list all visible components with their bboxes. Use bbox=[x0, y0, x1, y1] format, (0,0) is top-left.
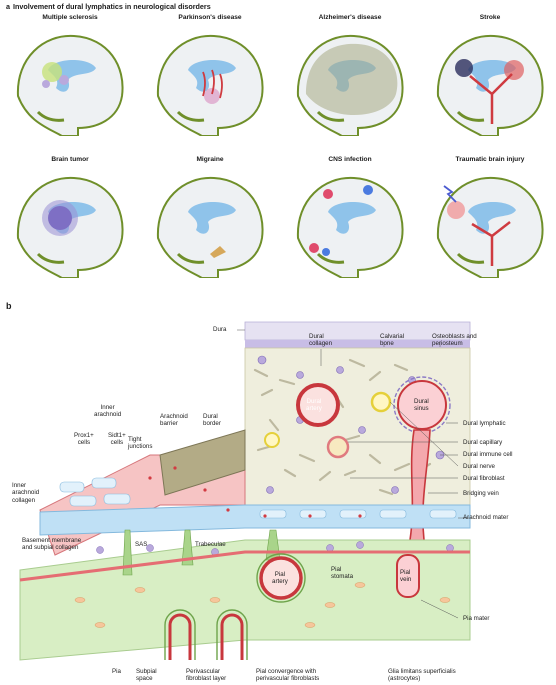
label-arachnoid-mater: Arachnoid mater bbox=[463, 514, 509, 521]
label-sidt1-cells: Sidt1+ cells bbox=[108, 432, 126, 447]
label-arachnoid-barrier: Arachnoid barrier bbox=[160, 413, 188, 428]
sas-immune-cells bbox=[96, 541, 454, 556]
label-basement-membrane: Basement membrane and subpial collagen bbox=[22, 537, 82, 552]
panel-a-letter: a bbox=[6, 2, 10, 11]
label-pia: Pia bbox=[112, 668, 121, 675]
label-dural-artery: Dural artery bbox=[306, 398, 322, 413]
label-dural-collagen: Dural collagen bbox=[309, 333, 333, 348]
brain-card-migraine: Migraine bbox=[148, 156, 272, 282]
dural-nerve bbox=[370, 391, 392, 413]
dural-sinus bbox=[397, 380, 447, 430]
label-perivascular-fibroblast: Perivascular fibroblast layer bbox=[186, 668, 227, 683]
label-prox1-cells: Prox1+ cells bbox=[74, 432, 94, 447]
label-inner-arachnoid-collagen: Inner arachnoid collagen bbox=[12, 482, 40, 504]
brain-card-parkinsons-disease: Parkinson's disease bbox=[148, 14, 272, 140]
label-dural-sinus: Dural sinus bbox=[414, 398, 429, 413]
label-inner-arachnoid: Inner arachnoid bbox=[94, 404, 122, 419]
panel-a-heading: Involvement of dural lymphatics in neuro… bbox=[13, 2, 211, 11]
dural-immune-cells bbox=[257, 355, 445, 494]
brain-label-migraine: Migraine bbox=[196, 156, 224, 163]
brain-card-brain-tumor: Brain tumor bbox=[8, 156, 132, 282]
label-glia-limitans: Glia limitans superficialis (astrocytes) bbox=[388, 668, 456, 683]
brain-card-multiple-sclerosis: Multiple sclerosis bbox=[8, 14, 132, 140]
pia-brain-block bbox=[19, 539, 471, 661]
label-dural-fibroblast: Dural fibroblast bbox=[463, 475, 505, 482]
dural-nerve-2 bbox=[264, 432, 280, 448]
arachnoid-cells bbox=[59, 477, 457, 519]
label-tight-junctions: Tight junctions bbox=[128, 436, 153, 451]
perivascular-arches bbox=[164, 609, 248, 660]
brain-illustration-multiple-sclerosis bbox=[16, 34, 124, 136]
pial-artery-sheath bbox=[256, 553, 306, 603]
label-subpial-space: Subpial space bbox=[136, 668, 157, 683]
brain-label-stroke: Stroke bbox=[479, 14, 501, 21]
dural-capillary bbox=[326, 435, 350, 459]
brain-label-alzheimers-disease: Alzheimer's disease bbox=[318, 14, 382, 21]
label-pial-vein: Pial vein bbox=[400, 569, 412, 584]
brain-label-cns-infection: CNS infection bbox=[328, 156, 372, 163]
glia-cells bbox=[74, 582, 451, 628]
pial-artery bbox=[259, 556, 303, 600]
dural-border-slab bbox=[159, 429, 246, 496]
label-osteoblasts: Osteoblasts and periosteum bbox=[432, 333, 477, 348]
label-dura: Dura bbox=[213, 326, 227, 333]
brain-illustration-cns-infection bbox=[296, 176, 404, 278]
brain-illustration-migraine bbox=[156, 176, 264, 278]
label-dural-immune-cell: Dural immune cell bbox=[463, 451, 513, 458]
tight-junctions bbox=[148, 466, 362, 518]
brain-card-cns-infection: CNS infection bbox=[288, 156, 412, 282]
label-dural-capillary: Dural capillary bbox=[463, 439, 503, 446]
pial-vein bbox=[396, 554, 420, 598]
leader-lines bbox=[237, 329, 470, 619]
brain-illustration-alzheimers-disease bbox=[296, 34, 404, 136]
brain-label-multiple-sclerosis: Multiple sclerosis bbox=[42, 14, 98, 21]
brain-label-traumatic-brain-injury: Traumatic brain injury bbox=[455, 156, 525, 163]
brain-illustration-parkinsons-disease bbox=[156, 34, 264, 136]
arachnoid-mater-layer bbox=[39, 504, 471, 536]
brain-card-traumatic-brain-injury: Traumatic brain injury bbox=[428, 156, 552, 282]
brain-card-stroke: Stroke bbox=[428, 14, 552, 140]
label-pial-convergence: Pial convergence with perivascular fibro… bbox=[256, 668, 320, 683]
label-dural-nerve: Dural nerve bbox=[463, 463, 495, 470]
dura-block bbox=[244, 347, 471, 506]
label-dural-lymphatic: Dural lymphatic bbox=[463, 420, 506, 427]
brain-illustration-traumatic-brain-injury bbox=[436, 176, 544, 278]
pia-line bbox=[19, 550, 470, 582]
periosteum-layer bbox=[245, 340, 470, 348]
label-trabeculae: Trabeculae bbox=[195, 541, 226, 548]
brain-card-alzheimers-disease: Alzheimer's disease bbox=[288, 14, 412, 140]
label-pial-stomata: Pial stomata bbox=[331, 566, 354, 581]
brain-illustration-stroke bbox=[436, 34, 544, 136]
brain-illustration-brain-tumor bbox=[16, 176, 124, 278]
panel-b-letter: b bbox=[6, 301, 12, 311]
label-pia-mater: Pia mater bbox=[463, 615, 490, 622]
label-bridging-vein: Bridging vein bbox=[463, 490, 499, 497]
label-dural-border: Dural border bbox=[203, 413, 221, 428]
label-sas: SAS bbox=[135, 541, 148, 548]
brain-label-parkinsons-disease: Parkinson's disease bbox=[178, 14, 242, 21]
brain-label-brain-tumor: Brain tumor bbox=[51, 156, 89, 163]
dural-artery bbox=[296, 383, 340, 427]
trabeculae bbox=[122, 529, 281, 576]
label-pial-artery: Pial artery bbox=[272, 571, 288, 586]
label-calvarial-bone: Calvarial bone bbox=[380, 333, 405, 348]
